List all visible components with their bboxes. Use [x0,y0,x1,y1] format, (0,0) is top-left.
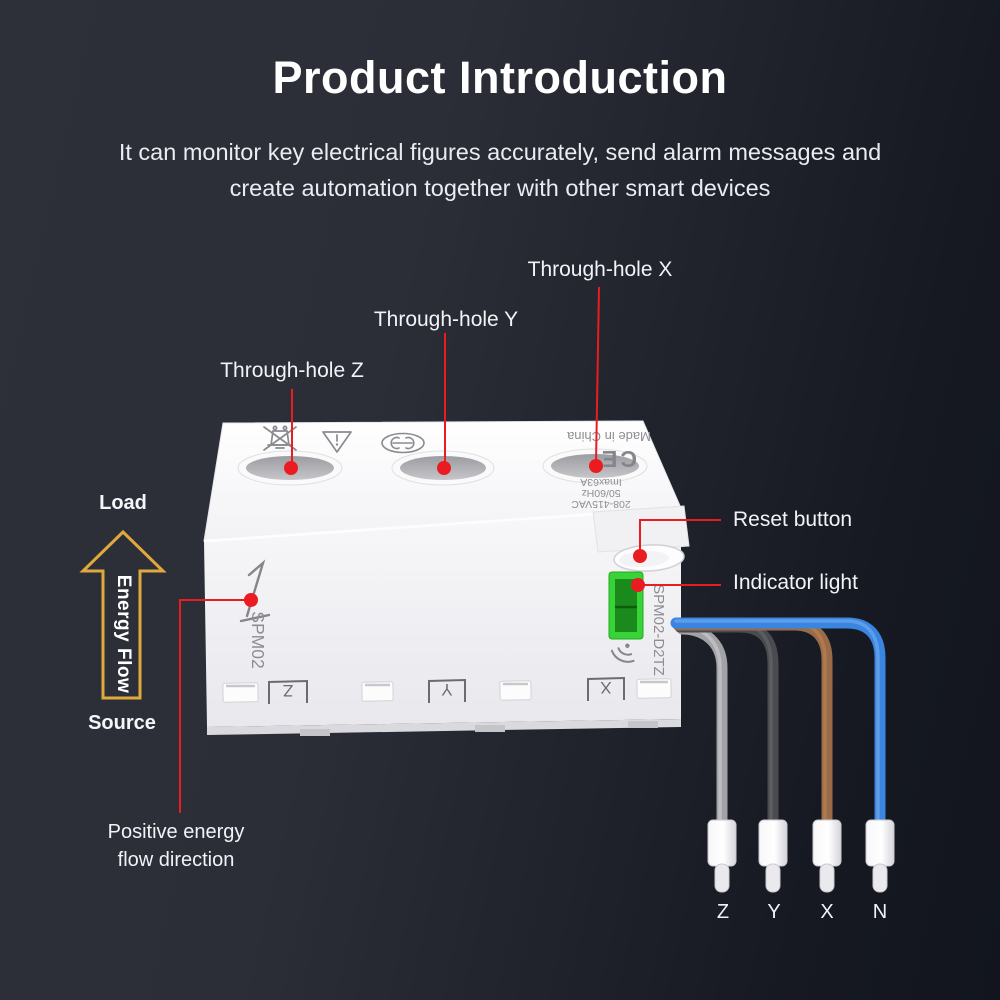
warning-info-icon [322,431,352,453]
wire-n-label: N [872,901,888,923]
through-hole-z-label: Through-hole Z [220,359,364,382]
positive-energy-line-2: flow direction [117,849,235,871]
wifi-icon [610,643,635,663]
callout-dot-energy-direction [244,593,258,607]
device-front-face [204,508,681,727]
callout-dot-indicator-light [631,578,645,592]
wires [670,617,886,830]
ferrule-z [707,819,737,893]
indicator-light-label: Indicator light [733,571,858,594]
callout-line-energy-direction [179,599,248,813]
terminal-slot-shadows [226,680,668,688]
callout-lines [179,286,721,813]
subtitle-line-1: It can monitor key electrical figures ac… [118,139,882,165]
device-feet [300,721,658,736]
through-hole-x-label: Through-hole X [527,258,673,281]
wire-z-sheen [680,625,722,824]
wire-x-sheen [676,621,827,824]
energy-flow-label: Energy Flow [113,574,134,694]
terminal-letter-x: X [600,678,611,697]
wire-z-label: Z [716,901,730,923]
positive-energy-line-1: Positive energy [107,821,245,843]
through-hole-y-label: Through-hole Y [373,308,519,331]
callout-dot-through-hole-y [437,461,451,475]
ferrule-y [758,819,788,893]
positive-energy-label: Positive energy flow direction [56,818,296,874]
wire-z [676,623,728,830]
terminal-letter-z: Z [283,681,293,700]
wire-ferrules [707,819,895,893]
load-label: Load [99,492,147,514]
callout-dots [244,459,647,607]
energy-flow-arrow [79,529,167,700]
cert-oval-icon [381,432,425,454]
ce-mark-text: CE [599,446,637,472]
source-label: Source [88,712,156,734]
device-top-print: Made in China CE Imax63A 50/60Hz 208-415… [566,429,651,510]
callout-dot-through-hole-x [589,459,603,473]
model-text: SPM02 [248,611,268,668]
page-title: Product Introduction [272,52,728,103]
spec-line-2: 50/60Hz [581,487,620,499]
spec-line-1: 208-415VAC [571,498,631,510]
device-body: Made in China CE Imax63A 50/60Hz 208-415… [203,420,690,736]
terminal-slots [222,678,672,703]
callout-dot-through-hole-z [284,461,298,475]
callout-line-through-hole-x [595,286,600,465]
page-subtitle: It can monitor key electrical figures ac… [0,134,1000,206]
terminal-letters: Z Y X [283,678,612,700]
model-code-text: SPM02-D2TZ [650,584,667,676]
wire-y-label: Y [767,901,781,923]
spec-line-3: Imax63A [580,476,621,488]
callout-dot-reset-button [633,549,647,563]
subtitle-line-2: create automation together with other sm… [229,175,771,201]
wire-n-sheen [674,619,880,824]
callout-line-reset-button [639,519,721,553]
terminal-letter-y: Y [441,680,452,699]
terminal-marks [268,676,625,704]
ferrule-x [812,819,842,893]
wire-x-label: X [820,901,834,923]
made-in-text: Made in China [566,429,651,444]
reset-button-label: Reset button [733,508,853,531]
wire-x [672,619,833,830]
weee-bin-icon [263,425,297,451]
ferrule-n [865,819,895,893]
